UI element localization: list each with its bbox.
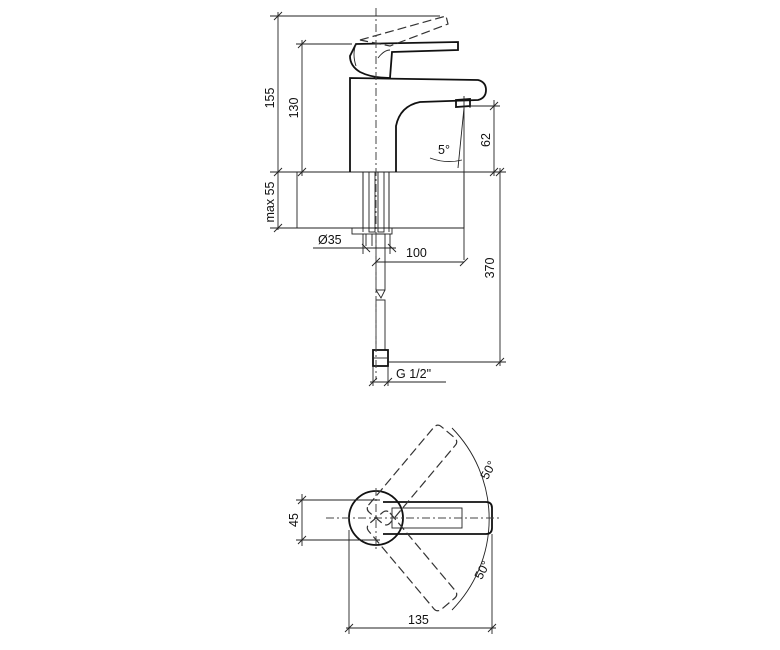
dimension-plan-length: 135 [344,530,497,634]
dim-text-135: 135 [408,613,429,627]
lever-plan-rotated-up [366,424,458,526]
dim-text-50deg-upper: 50° [478,458,499,481]
dimension-reach: 100 [371,246,469,267]
dim-text-100: 100 [406,246,427,260]
dim-text-max55: max 55 [263,181,277,222]
mounting-shank [351,171,393,246]
dimension-hose-length: 370 [388,167,506,367]
dimension-hole-diameter: Ø35 [313,233,397,254]
dim-text-155: 155 [263,88,277,109]
dim-text-thread: G 1/2" [396,367,431,381]
countertop-section [296,171,465,229]
dimension-tilt-angle: 5° [429,107,465,169]
faucet-body [349,77,487,172]
dimension-spout-drop: 62 [470,100,500,177]
dim-text-45: 45 [287,513,301,527]
dimension-height-spout: 130 [287,39,352,177]
dimension-height-total: 155 [263,11,440,233]
lever-plan-rotated-down [366,510,458,612]
lever-swing-arc [451,427,490,611]
dim-text-370: 370 [483,258,497,279]
dim-text-62: 62 [479,133,493,147]
dimension-thread: G 1/2" [368,366,446,387]
lever-handle [349,41,459,79]
dim-text-dia35: Ø35 [318,233,342,247]
side-elevation: 155 130 max 55 62 5° [263,8,506,387]
dim-text-5deg: 5° [438,143,450,157]
dimension-plan-width: 45 [287,494,380,546]
flexible-hose [372,233,389,367]
lever-raised-phantom [359,15,449,47]
dim-text-130: 130 [287,98,301,119]
plan-view: 45 135 50° 50° [287,424,500,634]
